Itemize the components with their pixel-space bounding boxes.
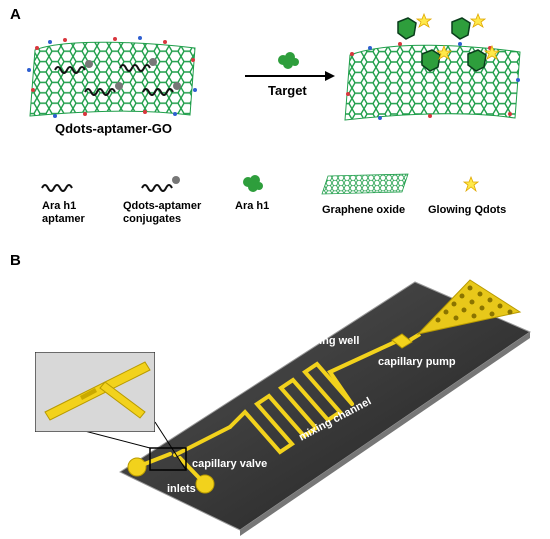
legend-ara-h1: Ara h1 — [235, 200, 270, 212]
label-inlets: inlets — [167, 483, 196, 495]
aptamer-legend-icon — [41, 184, 73, 192]
glowing-qdots-go-sheet — [344, 12, 521, 121]
conjugate-legend-icon — [141, 176, 180, 192]
label-capillary-pump: capillary pump — [378, 356, 456, 368]
legend-conjugates: Qdots-aptamer conjugates — [123, 200, 202, 225]
arrow-label: Target — [268, 83, 307, 98]
label-capillary-valve: capillary valve — [192, 458, 268, 470]
legend-aptamer: Ara h1 aptamer — [42, 200, 85, 225]
ara-h1-legend-icon — [243, 175, 263, 192]
panel-b-label: B — [10, 252, 21, 269]
target-protein-icon — [278, 52, 299, 69]
reaction-arrow — [245, 52, 335, 81]
glowing-qdot-legend-icon — [462, 176, 480, 193]
legend-graphene-oxide: Graphene oxide — [322, 204, 406, 216]
probe-caption: Qdots-aptamer-GO — [55, 121, 173, 136]
capillary-valve-inset — [35, 352, 155, 432]
legend-glowing-qdots: Glowing Qdots — [428, 204, 507, 216]
panel-a-label: A — [10, 6, 21, 23]
qdots-aptamer-go-sheet — [27, 36, 197, 118]
graphene-legend-icon — [321, 173, 409, 195]
label-sensing-well: sensing well — [294, 335, 360, 347]
microfluidic-chip — [49, 279, 532, 536]
